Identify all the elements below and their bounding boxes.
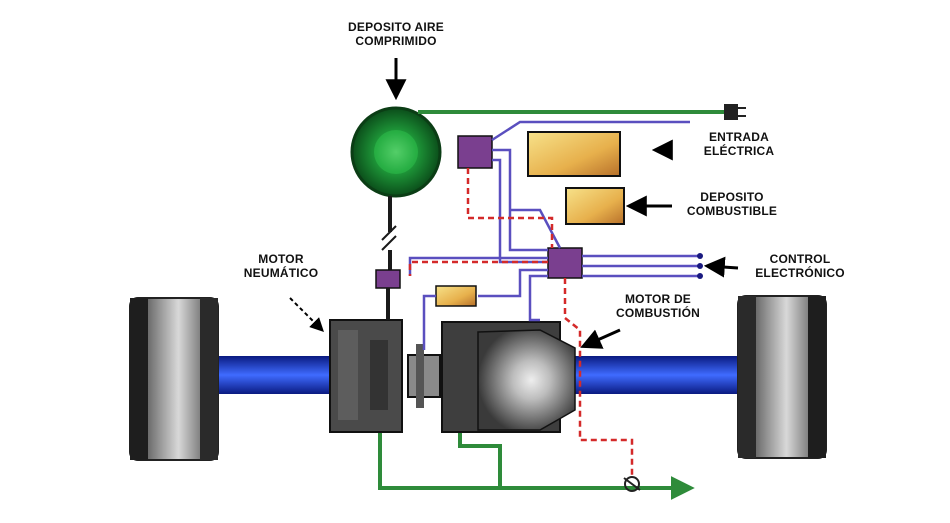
electric-input-label-line-2: ELÉCTRICA	[703, 144, 775, 158]
wheel-right	[737, 295, 827, 459]
pneumatic-motor-arrow	[289, 297, 324, 332]
control-connector-3	[697, 273, 703, 279]
air-exhaust-line	[378, 428, 695, 500]
fuel-tank-label: DEPOSITO COMBUSTIBLE	[668, 190, 796, 218]
compressor-module	[457, 135, 493, 169]
wheel-left	[129, 297, 219, 461]
electric-input-label-line-1: ENTRADA	[708, 130, 770, 144]
electric-input-line	[418, 104, 746, 120]
control-label-line-2: ELECTRÓNICO	[755, 266, 845, 280]
control-wires	[408, 120, 700, 350]
axle-left	[200, 356, 330, 394]
control-connector-1	[697, 253, 703, 259]
air-tank-label: DEPOSITO AIRE COMPRIMIDO	[318, 20, 474, 48]
pneumatic-motor-label: MOTOR NEUMÁTICO	[226, 252, 336, 280]
air-supply-line	[381, 196, 397, 270]
combustion-motor-label-line-1: MOTOR DE	[624, 292, 692, 306]
electric-input-label: ENTRADA ELÉCTRICA	[684, 130, 794, 158]
combustion-motor-label: MOTOR DE COMBUSTIÓN	[598, 292, 718, 320]
electronic-control-unit	[547, 247, 583, 279]
combustion-motor-arrow	[580, 328, 621, 349]
combustion-motor-label-line-2: COMBUSTIÓN	[616, 306, 700, 320]
control-label-line-1: CONTROL	[769, 252, 831, 266]
air-tank-label-line-2: COMPRIMIDO	[355, 34, 437, 48]
control-label: CONTROL ELECTRÓNICO	[740, 252, 860, 280]
pneumatic-motor-label-line-2: NEUMÁTICO	[243, 266, 319, 280]
clutch-coupling	[407, 344, 441, 408]
air-valve	[375, 269, 401, 289]
control-connector-2	[697, 263, 703, 269]
pneumatic-motor	[329, 319, 403, 433]
fuel-line	[408, 168, 634, 478]
battery-tank	[527, 131, 621, 177]
compressed-air-tank	[350, 106, 442, 198]
fuel-tank-label-line-1: DEPOSITO	[700, 190, 764, 204]
ignition-module	[435, 285, 477, 307]
control-arrow	[703, 256, 739, 278]
exhaust-valve	[623, 476, 641, 492]
air-tank-label-line-1: DEPOSITO AIRE	[348, 20, 444, 34]
pneumatic-motor-label-line-1: MOTOR	[258, 252, 304, 266]
axle-right	[560, 356, 750, 394]
combustion-motor	[441, 321, 576, 433]
fuel-tank-label-line-2: COMBUSTIBLE	[686, 204, 778, 218]
fuel-tank	[565, 187, 625, 225]
